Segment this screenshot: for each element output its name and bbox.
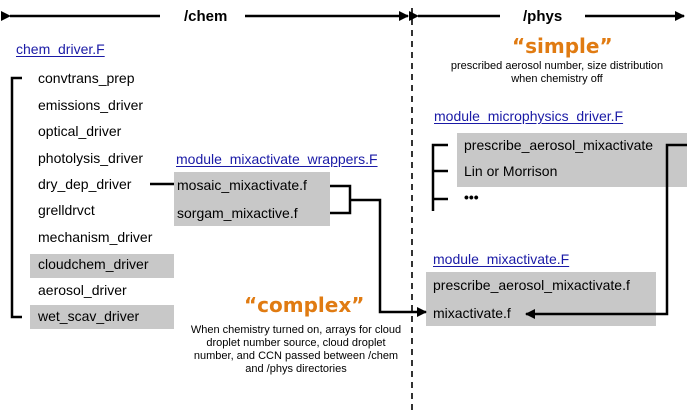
- micro-item-prescribe: prescribe_aerosol_mixactivate: [464, 137, 654, 153]
- chem-item-cloudchem-driver: cloudchem_driver: [38, 256, 149, 272]
- chem-driver-title: chem_driver.F: [16, 41, 105, 57]
- simple-note: prescribed aerosol number, size distribu…: [450, 60, 664, 85]
- chem-item-convtrans-prep: convtrans_prep: [38, 70, 135, 86]
- wrappers-highlight: [174, 172, 330, 226]
- chem-item-grelldrvct: grelldrvct: [38, 202, 95, 218]
- prescribe-to-mixactivate-arrow: [525, 143, 687, 319]
- wrapper-item-mosaic: mosaic_mixactivate.f: [177, 177, 307, 193]
- micro-item-lin-morrison: Lin or Morrison: [464, 163, 558, 179]
- microphysics-tree: [431, 143, 448, 211]
- mix-item-mixactivate: mixactivate.f: [433, 305, 511, 321]
- complex-label: “complex”: [244, 293, 365, 317]
- wrappers-bracket: [330, 184, 352, 215]
- mixactivate-highlight: [426, 272, 656, 326]
- wrapper-item-sorgam: sorgam_mixactive.f: [177, 205, 298, 221]
- complex-note: When chemistry turned on, arrays for clo…: [190, 324, 402, 375]
- chem-item-wet-scav-driver: wet_scav_driver: [38, 308, 140, 324]
- chem-item-mechanism-driver: mechanism_driver: [38, 229, 153, 245]
- wrappers-to-mixactivate-arrow: [350, 198, 427, 317]
- wrappers-title: module_mixactivate_wrappers.F: [176, 151, 378, 167]
- chem-item-dry-dep-driver: dry_dep_driver: [38, 176, 132, 192]
- chem-item-photolysis-driver: photolysis_driver: [38, 150, 144, 166]
- wet-scav-highlight: [30, 305, 174, 329]
- chem-item-emissions-driver: emissions_driver: [38, 97, 144, 113]
- microphysics-title: module_microphysics_driver.F: [434, 108, 624, 124]
- mixactivate-title: module_mixactivate.F: [433, 251, 570, 267]
- chem-driver-tree: [10, 76, 22, 319]
- chem-header: /chem: [184, 8, 228, 25]
- cloudchem-highlight: [30, 254, 174, 278]
- mix-item-prescribe: prescribe_aerosol_mixactivate.f: [433, 277, 630, 293]
- micro-item-ellipsis: •••: [464, 189, 479, 205]
- simple-label: “simple”: [512, 34, 613, 58]
- prescribe-highlight: [457, 133, 687, 187]
- chem-item-aerosol-driver: aerosol_driver: [38, 282, 127, 298]
- chem-item-optical-driver: optical_driver: [38, 123, 122, 139]
- phys-header: /phys: [523, 8, 563, 25]
